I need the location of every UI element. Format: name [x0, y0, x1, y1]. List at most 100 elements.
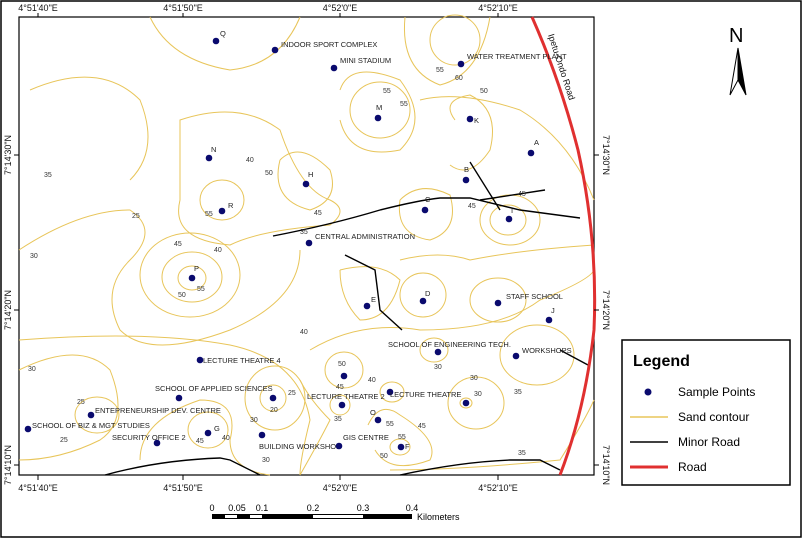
- sample-point[interactable]: SCHOOL OF BIZ & MGT STUDIES: [24, 421, 150, 433]
- sample-point-marker[interactable]: [374, 416, 382, 424]
- sample-point[interactable]: WORKSHOPS: [512, 346, 572, 360]
- north-arrow-icon: N: [729, 25, 747, 96]
- sample-point[interactable]: SECURITY OFFICE 2: [112, 433, 186, 447]
- sand-contour-line: [299, 379, 331, 476]
- sample-point-marker[interactable]: [462, 176, 470, 184]
- sample-point[interactable]: F: [397, 442, 410, 451]
- sample-point[interactable]: G: [204, 424, 220, 437]
- sample-point[interactable]: K: [466, 115, 479, 125]
- sample-point[interactable]: H: [302, 170, 314, 188]
- sample-point[interactable]: MINI STADIUM: [330, 56, 391, 72]
- sample-point-marker[interactable]: [153, 439, 161, 447]
- sample-point-label: BUILDING WORKSHOP: [259, 442, 341, 451]
- sample-point-label: C: [425, 195, 431, 204]
- sample-point-marker[interactable]: [512, 352, 520, 360]
- sample-point[interactable]: [340, 372, 348, 380]
- sample-point[interactable]: SCHOOL OF APPLIED SCIENCES: [155, 384, 273, 402]
- contour-label: 35: [334, 416, 342, 423]
- sample-point-marker[interactable]: [302, 180, 310, 188]
- sample-point-marker[interactable]: [212, 37, 220, 45]
- sample-point[interactable]: I: [505, 206, 513, 223]
- top-axis-label: 4°51'50"E: [163, 3, 203, 13]
- sample-point-marker[interactable]: [457, 60, 465, 68]
- sample-point-marker[interactable]: [397, 443, 405, 451]
- contour-label: 45: [418, 423, 426, 430]
- sand-contour-line: [399, 272, 447, 318]
- sand-contour-line: [199, 179, 245, 221]
- sample-point-label: Q: [220, 29, 226, 38]
- sample-point[interactable]: O: [370, 408, 382, 424]
- sand-contour-line: [419, 96, 595, 201]
- sample-point[interactable]: [462, 399, 470, 407]
- sand-contour-line: [429, 14, 481, 66]
- sample-point-marker[interactable]: [175, 394, 183, 402]
- sample-point[interactable]: LECTURE THEATRE 2: [307, 392, 385, 409]
- sample-point-label: K: [474, 116, 479, 125]
- bottom-axis-label: 4°52'0"E: [323, 483, 358, 493]
- sample-point-marker[interactable]: [527, 149, 535, 157]
- sample-point-marker[interactable]: [205, 154, 213, 162]
- sample-point[interactable]: ENTEPRENEURSHIP DEV. CENTRE: [87, 406, 221, 419]
- sample-point-marker[interactable]: [338, 401, 346, 409]
- sample-point[interactable]: CENTRAL ADMINISTRATION: [305, 232, 415, 247]
- sand-contour-line: [339, 71, 416, 153]
- sample-point[interactable]: C: [421, 195, 431, 214]
- sample-point[interactable]: SCHOOL OF ENGINEERING TECH.: [388, 340, 511, 356]
- sample-point[interactable]: STAFF SCHOOL: [494, 292, 563, 307]
- sample-point-marker[interactable]: [258, 431, 266, 439]
- sand-contour-line: [499, 324, 575, 386]
- sample-point-marker[interactable]: [421, 206, 429, 214]
- bottom-axis-label: 4°51'40"E: [18, 483, 58, 493]
- sample-point-marker[interactable]: [462, 399, 470, 407]
- sample-point-label: M: [376, 103, 382, 112]
- sample-point[interactable]: M: [374, 103, 383, 122]
- contour-label: 50: [338, 361, 346, 368]
- scale-tick: 0.4: [406, 503, 419, 513]
- sample-point-marker[interactable]: [419, 297, 427, 305]
- sample-point[interactable]: R: [218, 201, 234, 215]
- sample-point-marker[interactable]: [269, 394, 277, 402]
- sample-point-marker[interactable]: [196, 356, 204, 364]
- sample-point[interactable]: N: [205, 145, 217, 162]
- sample-point[interactable]: P: [188, 264, 199, 282]
- sample-point-marker[interactable]: [87, 411, 95, 419]
- sample-point-marker[interactable]: [271, 46, 279, 54]
- sample-point-marker[interactable]: [374, 114, 382, 122]
- sample-point-label: ENTEPRENEURSHIP DEV. CENTRE: [95, 406, 221, 415]
- top-axis-label: 4°52'0"E: [323, 3, 358, 13]
- sample-point-marker[interactable]: [305, 239, 313, 247]
- sample-point-marker[interactable]: [330, 64, 338, 72]
- sand-contour-line: [339, 266, 401, 321]
- sample-point[interactable]: INDOOR SPORT COMPLEX: [271, 40, 378, 54]
- sand-contour-line: [449, 94, 493, 171]
- sample-point[interactable]: Q: [212, 29, 226, 45]
- sample-point-marker[interactable]: [466, 115, 474, 123]
- sand-contour-line: [259, 384, 287, 412]
- sample-point-marker[interactable]: [363, 302, 371, 310]
- sample-point[interactable]: E: [363, 295, 376, 310]
- sample-point-marker[interactable]: [545, 316, 553, 324]
- sample-point-marker[interactable]: [434, 348, 442, 356]
- north-label: N: [729, 25, 743, 47]
- sample-point-marker[interactable]: [340, 372, 348, 380]
- sample-point[interactable]: LECTURE THEATRE 4: [196, 356, 281, 365]
- sample-point[interactable]: WATER TREATMENT PLANT: [457, 52, 567, 68]
- sample-point[interactable]: A: [527, 138, 539, 157]
- sample-point[interactable]: GIS CENTRE: [335, 433, 389, 450]
- sample-point[interactable]: LECTURE THEATRE: [386, 388, 462, 399]
- sample-point-marker[interactable]: [335, 442, 343, 450]
- sample-point-marker[interactable]: [24, 425, 32, 433]
- sample-point-marker[interactable]: [188, 274, 196, 282]
- sample-point[interactable]: BUILDING WORKSHOP: [258, 431, 341, 451]
- contour-label: 45: [336, 384, 344, 391]
- sample-point-marker[interactable]: [218, 207, 226, 215]
- sample-point[interactable]: [269, 394, 277, 402]
- sample-point[interactable]: D: [419, 289, 431, 305]
- contour-label: 20: [270, 407, 278, 414]
- sample-point[interactable]: J: [545, 306, 555, 324]
- sample-point[interactable]: B: [462, 165, 470, 184]
- sample-point-marker[interactable]: [204, 429, 212, 437]
- sample-point-marker[interactable]: [494, 299, 502, 307]
- sample-point-marker[interactable]: [386, 388, 394, 396]
- sample-point-marker[interactable]: [505, 215, 513, 223]
